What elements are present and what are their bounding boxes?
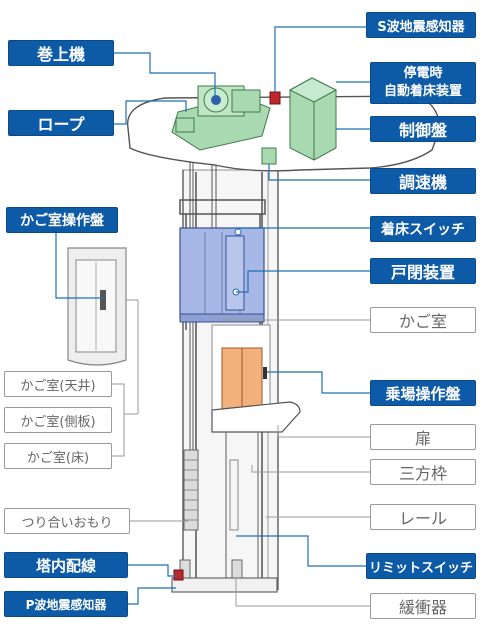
label-door: 扉	[370, 424, 476, 450]
label-auto-landing-line2: 自動着床装置	[383, 84, 462, 99]
label-three-side-frame: 三方枠	[370, 459, 476, 485]
counterweight-block	[183, 449, 199, 531]
label-control-panel: 制御盤	[370, 116, 476, 142]
leader-lines-gray	[112, 299, 370, 607]
label-car: かご室	[370, 307, 476, 333]
car-interior-inset	[67, 247, 127, 366]
label-tower-wiring: 塔内配線	[4, 552, 128, 578]
label-car-floor: かご室(床)	[4, 443, 112, 469]
label-landing-switch: 着床スイッチ	[370, 216, 476, 242]
traction-machine	[171, 85, 271, 151]
s-wave-sensor-device	[269, 91, 281, 105]
label-counterweight: つり合いおもり	[4, 508, 130, 534]
label-hall-operating-panel: 乗場操作盤	[370, 380, 476, 406]
label-limit-switch: リミットスイッチ	[366, 553, 476, 579]
label-p-wave-sensor: P波地震感知器	[4, 591, 128, 617]
label-car-side-panel: かご室(側板)	[4, 407, 112, 433]
label-s-wave-sensor: S波地震感知器	[366, 12, 476, 38]
pit	[171, 559, 278, 593]
label-car-operating-panel: かご室操作盤	[6, 207, 118, 233]
label-rail: レール	[370, 504, 476, 530]
label-buffer: 緩衝器	[370, 593, 476, 619]
label-door-operator: 戸閉装置	[370, 258, 476, 284]
landing	[211, 324, 301, 582]
label-auto-landing-line1: 停電時	[403, 66, 443, 81]
label-auto-landing-device: 停電時 自動着床装置	[370, 62, 476, 104]
governor-device	[261, 147, 277, 165]
label-governor: 調速機	[370, 168, 476, 194]
control-panel-cabinet	[288, 77, 338, 161]
label-car-ceiling: かご室(天井)	[4, 371, 112, 397]
label-traction-machine: 巻上機	[8, 40, 114, 66]
label-rope: ロープ	[8, 110, 114, 136]
